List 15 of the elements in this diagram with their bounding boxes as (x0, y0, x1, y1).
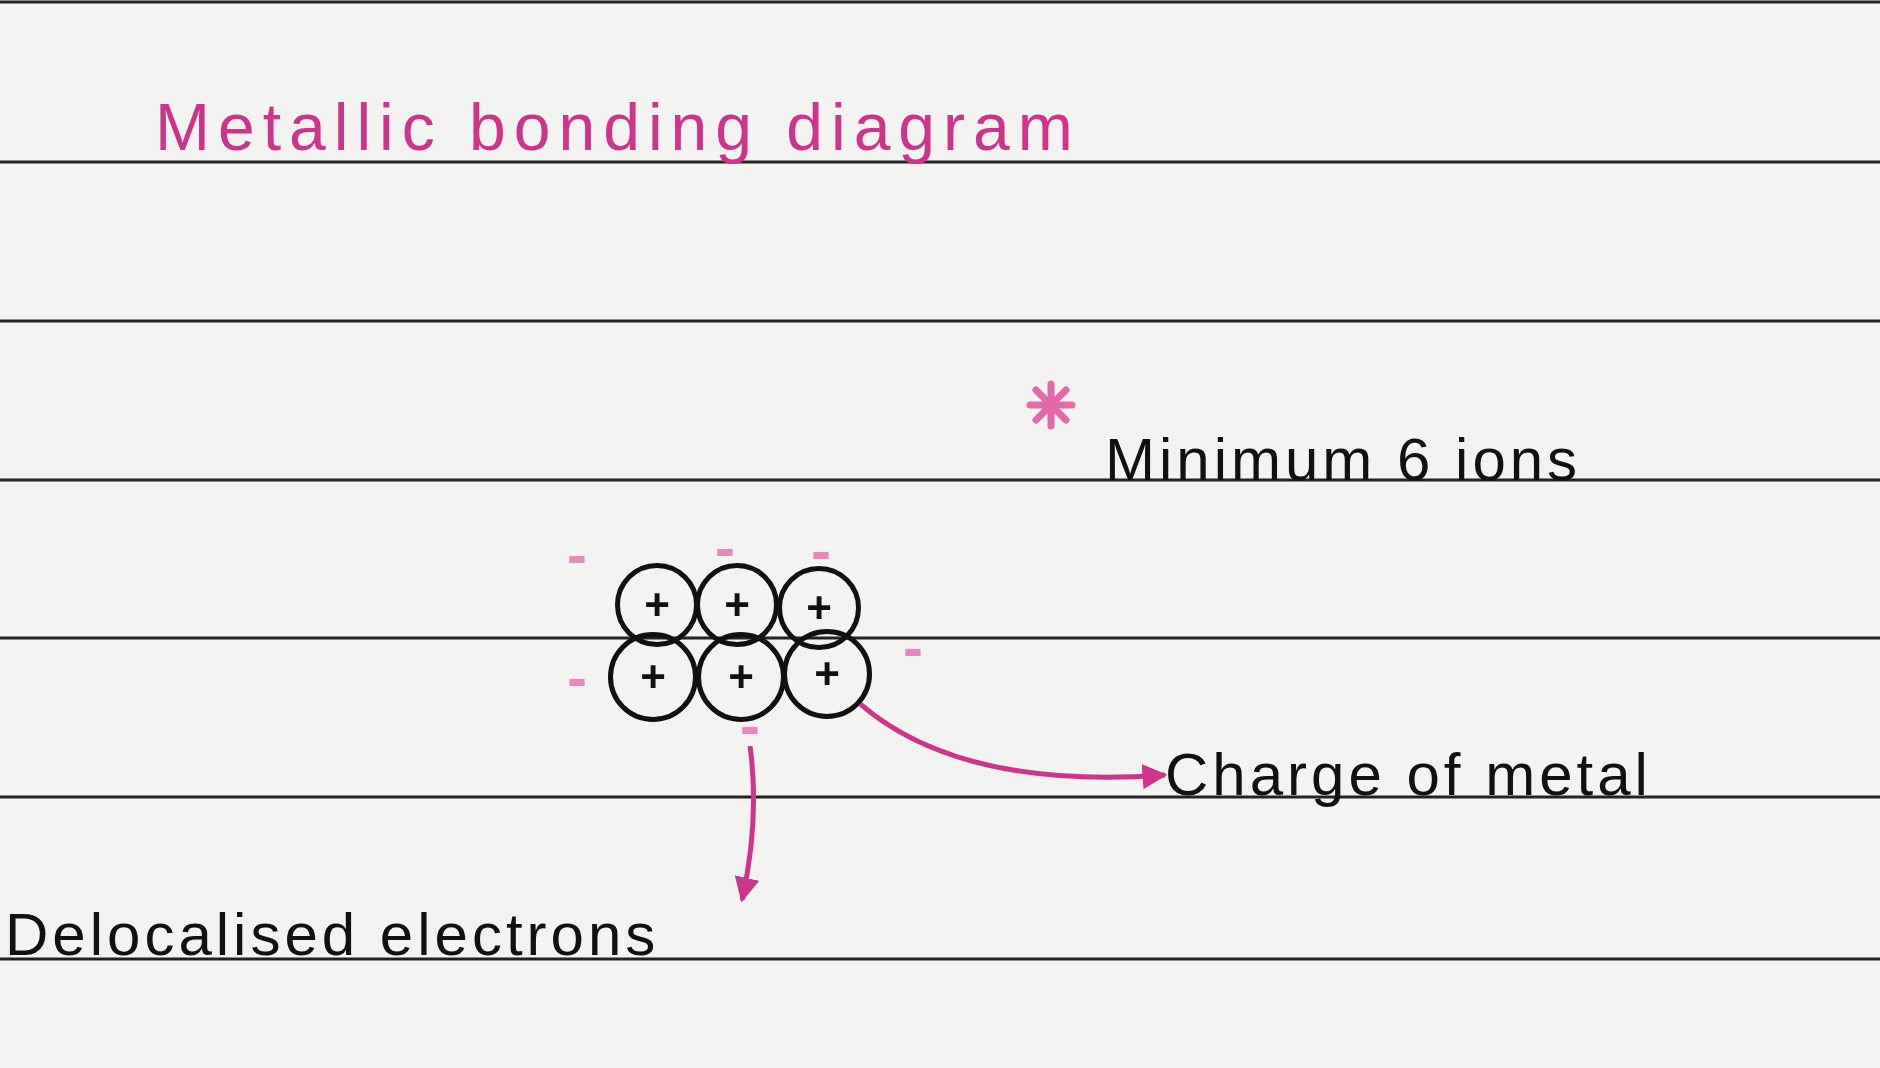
electron-mark: - (566, 535, 588, 575)
ion-circle: + (615, 563, 699, 647)
ion-circle: + (695, 563, 779, 647)
ion-circle: + (782, 629, 872, 719)
ion-circle: + (696, 632, 786, 722)
arrow (858, 702, 1168, 789)
callout-text: Charge of metal (1165, 740, 1652, 810)
callout-text: Delocalised electrons (5, 900, 660, 970)
title: Metallic bonding diagram (155, 92, 1081, 162)
electron-mark: - (566, 658, 588, 698)
ion-circle: + (608, 632, 698, 722)
arrow (734, 745, 759, 903)
ion-circle: + (777, 566, 861, 650)
electron-mark: - (902, 628, 924, 668)
note-text: Minimum 6 ions (1105, 425, 1582, 495)
